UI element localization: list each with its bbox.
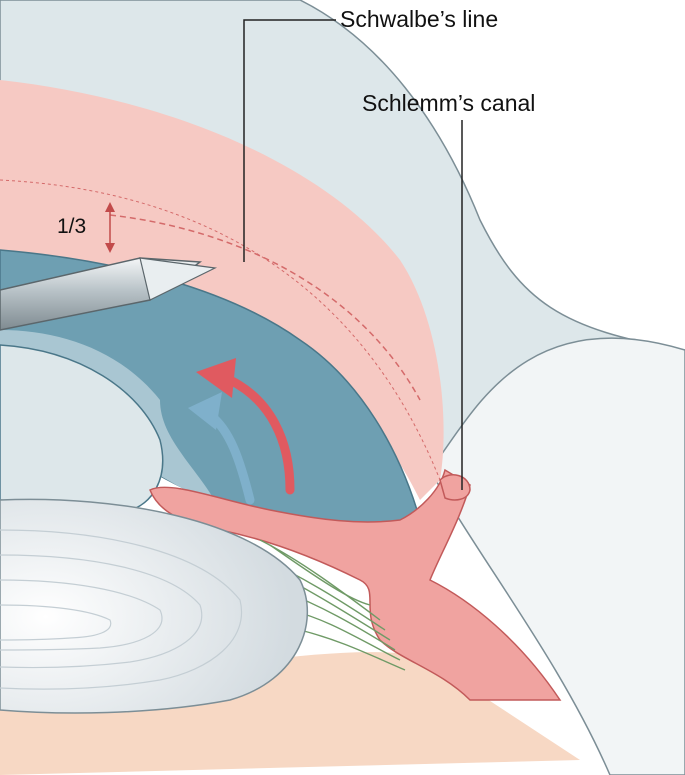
one-third-depth-line [109, 214, 421, 401]
blue-flow-arrow-head [188, 392, 222, 430]
lens-rings [0, 529, 243, 690]
red-flow-arrow-head [196, 358, 236, 398]
depth-marker-head-top [105, 202, 115, 212]
schlemms-canal [439, 474, 471, 501]
schwalbes-line-leader [243, 19, 336, 262]
corneal-stroma [429, 337, 685, 775]
sclera-band [0, 80, 444, 500]
schwalbes-line-label: Schwalbe’s line [340, 6, 499, 32]
anterior-chamber [0, 344, 164, 511]
red-flow-arrow [225, 375, 295, 495]
depth-fraction-label: 1/3 [57, 215, 87, 238]
goniotomy-knife-icon [0, 257, 218, 331]
schlemms-canal-label: Schlemm’s canal [362, 90, 536, 116]
trabecular-meshwork [149, 468, 562, 701]
iris-inner [0, 330, 220, 510]
depth-marker-head-bottom [105, 243, 115, 253]
